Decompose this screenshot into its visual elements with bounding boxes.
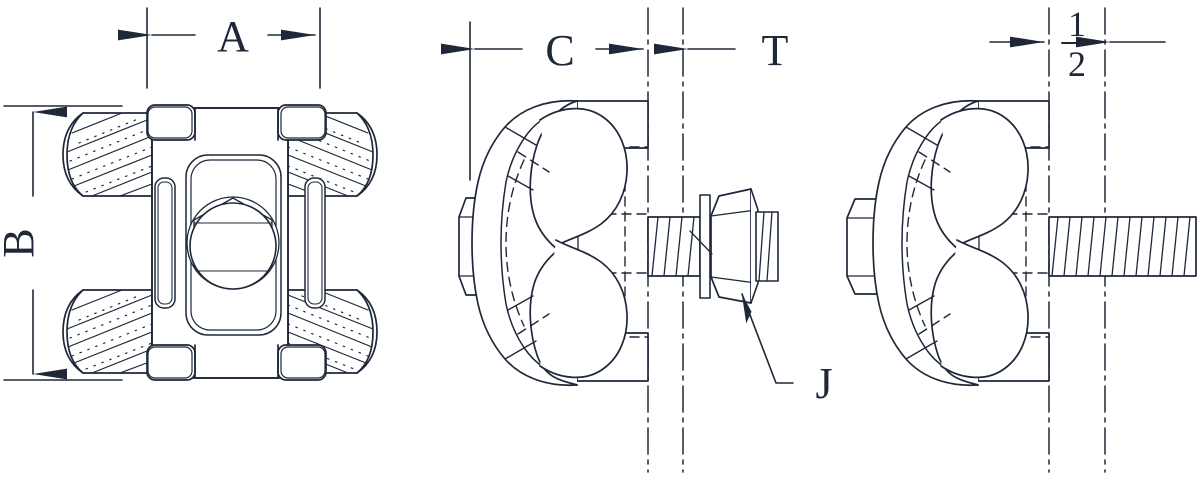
rope-strands-ul	[66, 112, 153, 197]
ubolt-rib-ml-top-rv	[908, 175, 935, 191]
bolt-shank-body	[647, 216, 701, 277]
bolt-shank-mid	[647, 216, 701, 277]
top-view: A B	[0, 7, 378, 381]
ubolt-rib-tl-rv	[905, 126, 938, 146]
saddle-slot-left	[154, 177, 176, 309]
dimension-t: T	[654, 26, 789, 75]
rope-strands-ur	[287, 112, 374, 197]
ubolt-leg-tr-inner	[280, 106, 326, 139]
hex-nut-mid-chamfer-bottom	[710, 276, 757, 284]
ubolt-leg-bl-inner	[147, 346, 193, 379]
ubolt-profile-right	[872, 99, 1029, 387]
ubolt-rib-bl	[504, 340, 537, 360]
bolt-head-top	[186, 196, 280, 290]
ubolt-inner-curve	[500, 109, 578, 377]
dimension-c: C	[441, 21, 644, 181]
side-view-exploded: 1 2	[846, 4, 1197, 473]
saddle-slot-right	[304, 177, 326, 309]
saddle-slot-right-inner	[307, 181, 323, 305]
bolt-thread-lines-mid	[651, 216, 695, 277]
callout-label-j: J	[815, 359, 832, 408]
rope-end-lr	[356, 289, 374, 374]
rope-end-ll	[66, 289, 84, 374]
callout-j-leader	[741, 293, 794, 384]
ubolt-leg-tl-inner	[147, 106, 193, 139]
hex-nut-mid-chamfer-top	[710, 209, 757, 217]
wire-rope-upper-right	[287, 112, 378, 197]
ubolt-rib-ml-bottom	[507, 295, 534, 311]
saddle-slot-left-inner	[157, 181, 173, 305]
ubolt-inner-curve-rv	[901, 109, 979, 377]
fraction-numerator: 1	[1068, 4, 1086, 44]
bolt-head-circle	[189, 202, 277, 290]
rope-end-ur	[356, 112, 374, 197]
ubolt-rib-ml-bottom-rv	[908, 295, 935, 311]
ubolt-hidden-rv	[906, 151, 951, 335]
ubolt-leg-tl	[146, 104, 196, 141]
threaded-rod-body	[1048, 216, 1197, 277]
dimension-b: B	[0, 105, 123, 381]
wire-rope-lower-left	[62, 289, 153, 374]
dimension-half: 1 2	[989, 4, 1166, 84]
rope-centerlines-ll	[69, 295, 153, 370]
threaded-rod-lines	[1051, 216, 1191, 277]
bolt-thread-end-mid	[755, 211, 779, 282]
ubolt-leg-br	[277, 344, 327, 381]
dimension-label-a: A	[217, 12, 249, 61]
dimension-a: A	[118, 7, 321, 89]
thread-end-body	[755, 211, 779, 282]
wire-rope-upper-left	[62, 112, 153, 197]
saddle-lobe-upper-rv	[940, 107, 1029, 247]
saddle-lobe-upper	[539, 107, 628, 247]
ubolt-leg-br-inner	[280, 346, 326, 379]
hex-nut-mid-body	[710, 188, 752, 304]
hex-nut-mid-edge	[689, 230, 713, 255]
saddle-lobe-lower-rv	[940, 239, 1029, 379]
rope-end-ul	[66, 112, 84, 197]
callout-j: J	[741, 293, 833, 408]
dimension-label-t: T	[762, 26, 789, 75]
ubolt-hidden-mid	[505, 151, 550, 335]
rope-strands-ll	[66, 289, 153, 374]
ubolt-rib-ml-top	[507, 175, 534, 191]
ubolt-rib-bl-rv	[905, 340, 938, 360]
ubolt-leg-bl	[146, 344, 196, 381]
threaded-rod-right	[1048, 216, 1197, 277]
side-view-assembled: C T	[441, 7, 833, 473]
ubolt-leg-tr	[277, 104, 327, 141]
fraction-denominator: 2	[1068, 44, 1086, 84]
ubolt-profile-mid	[471, 99, 628, 387]
saddle-lobe-lower	[539, 239, 628, 379]
dimension-label-c: C	[545, 26, 574, 75]
rope-centerlines-ul	[69, 118, 153, 193]
ubolt-rib-tl	[504, 126, 537, 146]
dimension-label-b: B	[0, 228, 43, 257]
thread-end-lines	[758, 211, 773, 282]
